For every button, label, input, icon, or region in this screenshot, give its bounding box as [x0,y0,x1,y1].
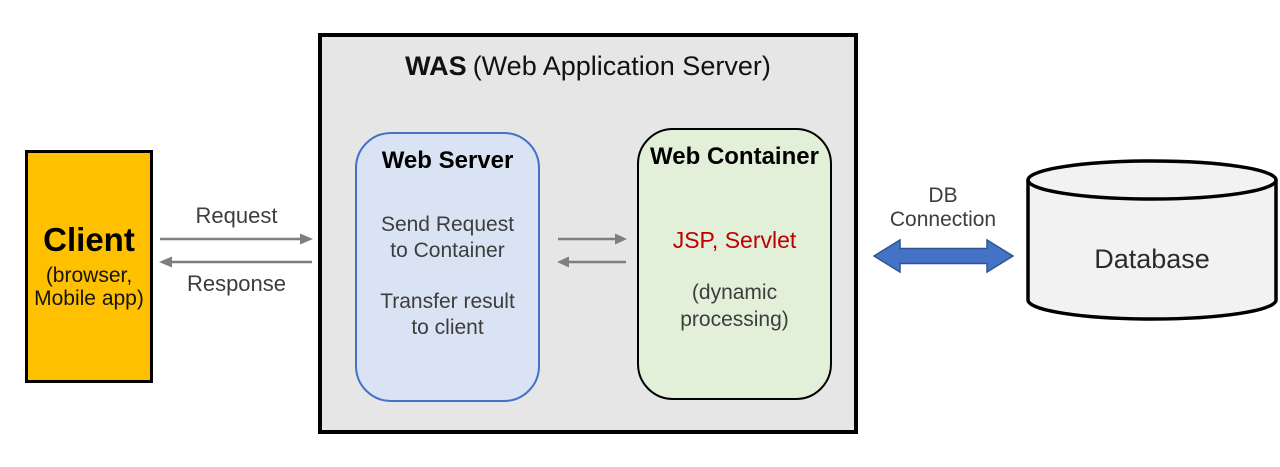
request-arrow-icon [160,233,313,245]
client-subtitle-line2: Mobile app) [34,286,144,310]
response-label: Response [186,271,287,296]
database-label: Database [1094,244,1210,274]
web-server-desc1-line1: Send Request [380,212,515,236]
dynamic-processing-line2: processing) [680,307,789,331]
web-server-description-2: Transfer result to client [380,289,515,341]
web-server-desc2-line2: to client [411,315,484,339]
was-title-expansion: (Web Application Server) [472,51,771,81]
db-connection-label: DB Connection [873,184,1013,232]
database-cylinder: Database [1026,159,1278,321]
dynamic-processing-line1: (dynamic [691,280,778,304]
request-label: Request [195,203,278,228]
db-connection-arrow-shape [873,238,1014,274]
client-subtitle: (browser, Mobile app) [34,264,144,310]
was-title: WAS(Web Application Server) [318,51,858,82]
client-subtitle-line1: (browser, [45,264,133,288]
client-box: Client (browser, Mobile app) [25,150,153,383]
was-title-acronym: WAS [405,51,467,81]
container-to-server-arrow-icon [557,256,626,268]
db-connection-line1: DB [928,184,958,207]
server-to-container-arrow-icon [558,233,627,245]
jsp-servlet-label: JSP, Servlet [672,226,797,253]
web-server-box: Web Server Send Request to Container Tra… [355,132,540,402]
web-server-desc2-line1: Transfer result [380,289,515,313]
response-arrow-icon [159,256,312,268]
web-container-box: Web Container JSP, Servlet (dynamic proc… [637,128,832,400]
dynamic-processing-note: (dynamic processing) [680,279,789,333]
db-connection-line2: Connection [889,208,997,231]
database-cylinder-icon [1026,159,1278,321]
web-container-title: Web Container [650,143,819,170]
web-server-title: Web Server [381,147,514,174]
web-server-description-1: Send Request to Container [381,212,514,264]
web-server-desc1-line2: to Container [390,238,505,262]
client-title: Client [43,220,135,258]
db-connection-arrow-icon [873,238,1014,274]
